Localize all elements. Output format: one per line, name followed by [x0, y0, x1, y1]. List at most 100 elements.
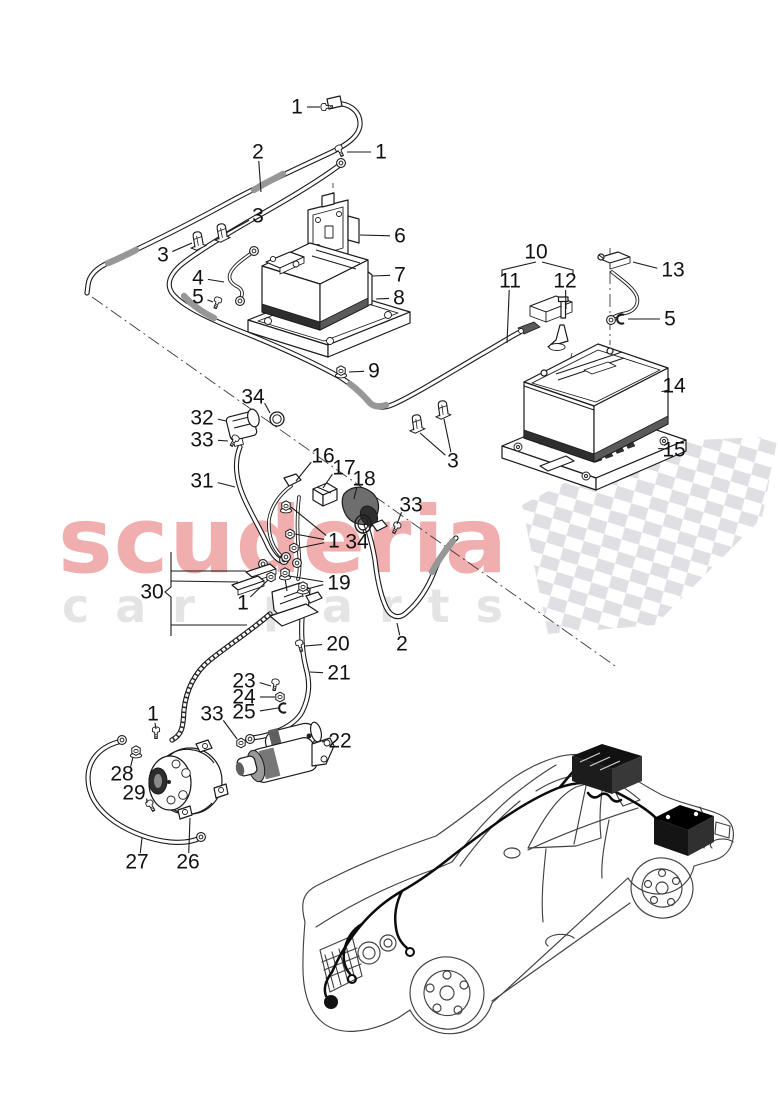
callout-label: 22 — [328, 730, 351, 753]
ring-terminal-icon — [196, 832, 206, 842]
callout-label: 29 — [122, 782, 145, 805]
leader-line — [506, 289, 510, 344]
alternator — [148, 739, 229, 820]
nut-icon — [236, 737, 246, 749]
callout-label: 3 — [447, 450, 459, 473]
leader-line — [396, 622, 401, 636]
leader-line — [396, 512, 403, 525]
callout-label: 12 — [553, 270, 576, 293]
leader-line — [295, 461, 312, 482]
grommet-icon — [269, 411, 285, 427]
leader-line — [207, 278, 225, 283]
leader-line — [348, 370, 365, 373]
callout-label: 18 — [352, 468, 375, 491]
callout-label: 1 — [328, 530, 340, 553]
callout-label: 28 — [110, 763, 133, 786]
cable-16 — [267, 473, 302, 581]
leader-line — [288, 575, 324, 583]
leader-line — [294, 533, 325, 540]
clip-icon — [433, 399, 452, 421]
leader-line — [371, 274, 391, 277]
callout-label: 15 — [662, 439, 685, 462]
cable-end-fitting-16 — [283, 473, 302, 487]
callout-label: 25 — [232, 701, 255, 724]
leader-line — [259, 682, 272, 687]
callout-label: 14 — [662, 375, 686, 398]
callout-label: 11 — [499, 270, 521, 293]
callout-label: 34 — [345, 531, 369, 554]
screw-icon — [270, 677, 281, 692]
nut-icon — [296, 581, 310, 595]
leader-line — [309, 671, 324, 674]
leader-line — [222, 720, 238, 740]
clip-33b — [371, 519, 388, 532]
ring-terminal-icon — [249, 246, 259, 256]
callout-label: 8 — [393, 287, 405, 310]
leader-line — [217, 418, 227, 422]
connector-17 — [312, 482, 338, 507]
leader-line — [306, 584, 324, 590]
ring-terminal-icon — [336, 158, 346, 168]
leader-line — [258, 160, 262, 193]
group-bracket-10 — [501, 261, 574, 276]
callout-label: 1 — [291, 96, 303, 119]
battery-1-assembly — [247, 192, 411, 358]
battery-2-assembly — [501, 343, 687, 491]
leader-line — [207, 299, 214, 303]
nut-icon — [129, 745, 143, 759]
ring-terminal-icon — [281, 552, 291, 562]
callout-label: 6 — [394, 225, 406, 248]
battery-clamp-12 — [517, 295, 573, 351]
callout-label: 3 — [157, 244, 169, 267]
callout-label: 24 — [232, 686, 256, 709]
callout-label: 20 — [326, 633, 349, 656]
callout-label: 1 — [375, 141, 387, 164]
connector-32 — [225, 408, 260, 447]
callout-label: 21 — [327, 662, 350, 685]
callout-label: 30 — [140, 581, 163, 604]
callout-label: 4 — [192, 267, 204, 290]
leader-line — [304, 643, 323, 647]
starter-motor — [235, 721, 335, 783]
trunk-battery — [654, 805, 714, 856]
leader-line — [217, 439, 229, 442]
nut-icon — [285, 528, 295, 540]
cable-2-middle — [366, 524, 456, 617]
callout-label: 19 — [327, 572, 350, 595]
callout-label: 26 — [176, 851, 199, 874]
callout-label: 13 — [661, 259, 684, 282]
cable-11 — [169, 158, 520, 408]
callout-label: 3 — [252, 205, 264, 228]
callout-label: 23 — [232, 670, 255, 693]
leader-line — [225, 219, 250, 234]
callout-label: 10 — [524, 241, 547, 264]
ring-terminal-icon — [235, 296, 245, 306]
car-harness — [323, 744, 714, 1009]
harness-control-unit — [572, 744, 642, 794]
leader-line — [264, 402, 271, 414]
leader-line — [172, 242, 193, 253]
ring-terminal-icon — [606, 315, 616, 325]
leader-line — [139, 837, 143, 854]
leader-line — [154, 722, 157, 730]
leader-line — [353, 486, 358, 500]
leader-line — [217, 482, 236, 488]
battery-7 — [261, 242, 369, 331]
leader-line — [443, 418, 452, 453]
nut-icon — [278, 567, 292, 581]
callout-label: 33 — [399, 494, 422, 517]
group-bracket-30 — [164, 552, 247, 636]
leader-line — [375, 297, 390, 300]
car-silhouette — [302, 753, 734, 1035]
callout-label: 32 — [190, 407, 213, 430]
rear-wheel — [630, 857, 694, 919]
leader-line — [259, 707, 279, 712]
leader-line — [298, 542, 325, 549]
connector-13 — [597, 251, 631, 270]
callout-label: 1 — [147, 703, 159, 726]
ring-terminal-icon — [292, 558, 302, 568]
callout-label: 33 — [200, 703, 223, 726]
